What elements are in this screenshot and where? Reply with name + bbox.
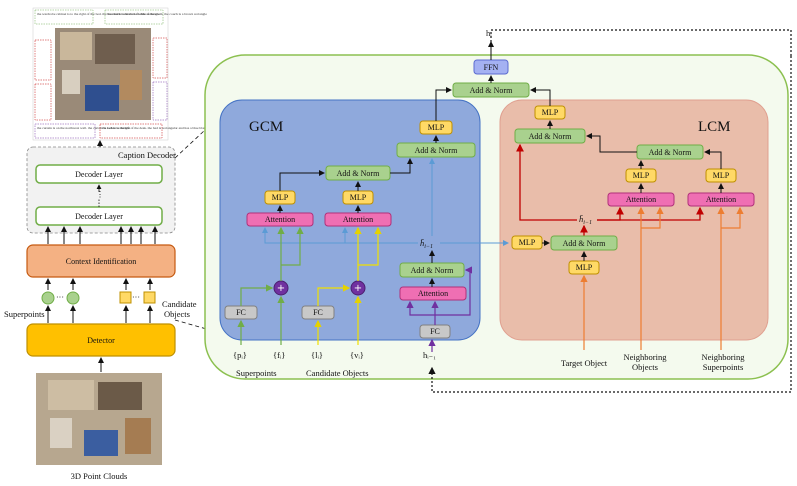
candidate-label-2: Objects (164, 309, 190, 319)
input-h: hᵢ₋₁ (423, 350, 436, 360)
context-identification-label: Context Identification (66, 257, 136, 266)
ellipsis: ⋮ (96, 190, 104, 199)
candidate-label-1: Candidate (162, 299, 197, 309)
input-v: {vᵢ} (350, 350, 364, 360)
input-p: {pᵢ} (233, 350, 247, 360)
neighboring-superpoints-label-1: Neighboring (702, 352, 746, 362)
superpoint-dot-2 (66, 291, 80, 305)
caption-top-right: the couch is on the left side of the roo… (107, 12, 207, 16)
svg-text:MLP: MLP (350, 193, 367, 202)
svg-text:Attention: Attention (706, 195, 736, 204)
point-clouds-label: 3D Point Clouds (71, 471, 128, 481)
svg-text:···: ··· (132, 293, 140, 302)
svg-text:MLP: MLP (542, 108, 559, 117)
svg-text:FC: FC (313, 308, 323, 317)
svg-text:Add & Norm: Add & Norm (337, 169, 380, 178)
svg-text:Add & Norm: Add & Norm (649, 148, 692, 157)
svg-text:Attention: Attention (418, 289, 448, 298)
svg-text:MLP: MLP (713, 171, 730, 180)
ffn-label: FFN (484, 63, 499, 72)
detector-label: Detector (87, 336, 115, 345)
caption-decoder-label: Caption Decoder (118, 150, 176, 160)
caption-top-left: the wardrobe cabinet is to the right of … (37, 12, 160, 16)
decoder-layer-bottom-label: Decoder Layer (75, 212, 123, 221)
decoder-layer-top-label: Decoder Layer (75, 170, 123, 179)
top-add-norm-label: Add & Norm (470, 86, 513, 95)
candidate-cube-1 (119, 291, 132, 304)
lcm-title: LCM (698, 119, 731, 135)
svg-text:···: ··· (56, 293, 64, 302)
svg-text:Add & Norm: Add & Norm (411, 266, 454, 275)
gcm-title: GCM (249, 119, 283, 135)
svg-text:+: + (354, 283, 362, 294)
detector-box (26, 323, 176, 357)
lcm-h-bar: h̄i−1 (579, 214, 592, 226)
gcm-candidate-label: Candidate Objects (306, 368, 369, 378)
svg-text:Attention: Attention (265, 215, 295, 224)
input-l: {lᵢ} (311, 350, 323, 360)
gcm-attention-self (399, 286, 467, 301)
caption-scene-image: the wardrobe cabinet is to the right of … (32, 7, 210, 141)
context-identification-box (26, 244, 176, 278)
input-f: {fᵢ} (273, 350, 285, 360)
caption-bottom-right: the bed is to the left of the desk. the … (102, 126, 210, 130)
candidate-cube-2 (143, 291, 156, 304)
neighboring-objects-label-2: Objects (632, 362, 658, 372)
superpoint-dot-1 (41, 291, 55, 305)
svg-text:MLP: MLP (519, 238, 536, 247)
svg-text:MLP: MLP (428, 123, 445, 132)
gcm-superpoints-label: Superpoints (236, 368, 277, 378)
caption-bottom-left: the curtain is on the northwest wall. th… (37, 126, 130, 130)
superpoints-label: Superpoints (4, 309, 45, 319)
svg-text:MLP: MLP (272, 193, 289, 202)
svg-text:+: + (277, 283, 285, 294)
neighboring-superpoints-label-2: Superpoints (703, 362, 744, 372)
svg-text:MLP: MLP (633, 171, 650, 180)
neighboring-objects-label-1: Neighboring (624, 352, 668, 362)
target-object-label: Target Object (561, 358, 608, 368)
svg-text:FC: FC (430, 327, 440, 336)
svg-text:Add & Norm: Add & Norm (529, 132, 572, 141)
point-cloud-image (36, 373, 162, 465)
lcm-add-norm-h (550, 235, 618, 251)
svg-text:Add & Norm: Add & Norm (563, 239, 606, 248)
decoder-layer-top (35, 164, 163, 184)
gcm-h-bar: h̄i−1 (420, 238, 433, 250)
svg-text:MLP: MLP (576, 263, 593, 272)
svg-text:Attention: Attention (343, 215, 373, 224)
svg-text:Attention: Attention (626, 195, 656, 204)
svg-text:FC: FC (236, 308, 246, 317)
h-out-label: hᵢ (486, 28, 492, 38)
svg-text:Add & Norm: Add & Norm (415, 146, 458, 155)
